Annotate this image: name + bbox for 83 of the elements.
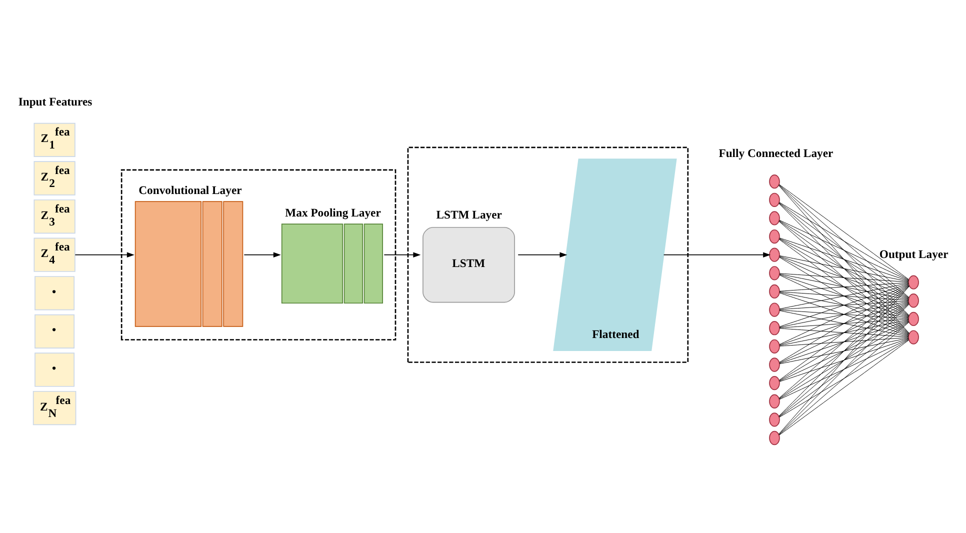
connector <box>779 256 909 300</box>
connector <box>779 238 909 299</box>
connector <box>779 282 909 310</box>
arrow <box>74 252 134 258</box>
connector <box>779 320 909 364</box>
connector <box>779 274 909 318</box>
node-circle <box>769 211 780 226</box>
connector <box>779 303 909 399</box>
node-circle <box>769 302 780 317</box>
connector <box>779 339 909 418</box>
connector <box>779 318 909 328</box>
node-label: LSTM Layer <box>436 208 502 222</box>
label: Input Features <box>18 96 92 109</box>
node-circle <box>769 339 780 354</box>
connector <box>779 284 909 345</box>
connector <box>779 338 909 382</box>
connector <box>779 310 909 337</box>
node-circle <box>769 358 780 372</box>
node-circle <box>769 192 780 207</box>
connector <box>779 220 909 298</box>
node-circle <box>769 229 780 244</box>
node-circle <box>769 284 780 299</box>
connector <box>779 292 909 318</box>
connector <box>779 238 909 282</box>
connector <box>779 310 909 319</box>
arrow <box>244 252 281 258</box>
arrow <box>518 252 568 258</box>
connector <box>779 273 909 282</box>
node-circle <box>769 394 780 408</box>
node-circle <box>908 294 919 308</box>
connector <box>779 302 909 363</box>
connector <box>779 301 909 328</box>
connector <box>779 238 909 317</box>
node-circle <box>908 330 919 344</box>
connector <box>779 274 909 336</box>
node-circle <box>908 312 919 326</box>
connector <box>779 328 909 338</box>
connector <box>779 320 909 382</box>
connector <box>779 338 909 400</box>
node-box: • <box>34 352 75 387</box>
cluster <box>407 146 689 363</box>
connector <box>779 338 909 364</box>
node-label: Max Pooling Layer <box>285 206 381 220</box>
node-circle <box>769 412 780 427</box>
connector <box>779 340 909 436</box>
connector <box>779 256 909 336</box>
connector <box>779 202 909 298</box>
node-circle <box>769 376 780 390</box>
node-circle <box>769 174 780 189</box>
node-circle <box>769 266 780 280</box>
connector <box>779 292 909 336</box>
connector <box>779 302 909 381</box>
connector <box>779 284 909 363</box>
arrow <box>384 252 421 258</box>
node-box: • <box>34 276 75 310</box>
connector <box>779 302 909 346</box>
connector <box>779 320 909 346</box>
connector <box>779 220 909 281</box>
node-label: Convolutional Layer <box>138 184 242 198</box>
connector <box>779 255 909 282</box>
label: Fully Connected Layer <box>718 147 834 160</box>
connector <box>779 300 909 310</box>
connector <box>779 256 909 318</box>
node-circle <box>769 430 780 446</box>
connector <box>779 274 909 300</box>
connector <box>779 322 909 418</box>
connector <box>779 321 909 400</box>
label: Output Layer <box>879 248 948 261</box>
connector <box>779 184 909 280</box>
connector <box>779 239 909 335</box>
connector <box>779 337 909 346</box>
cluster <box>120 169 396 340</box>
connector <box>779 283 909 327</box>
node-circle <box>769 321 780 336</box>
node-circle <box>908 275 919 290</box>
node-circle <box>769 248 780 262</box>
connector <box>779 292 909 301</box>
node-box: • <box>34 314 75 348</box>
connector <box>779 220 909 316</box>
connector <box>779 282 909 292</box>
arrow <box>663 252 771 258</box>
connector <box>779 202 909 280</box>
connector <box>779 284 909 380</box>
